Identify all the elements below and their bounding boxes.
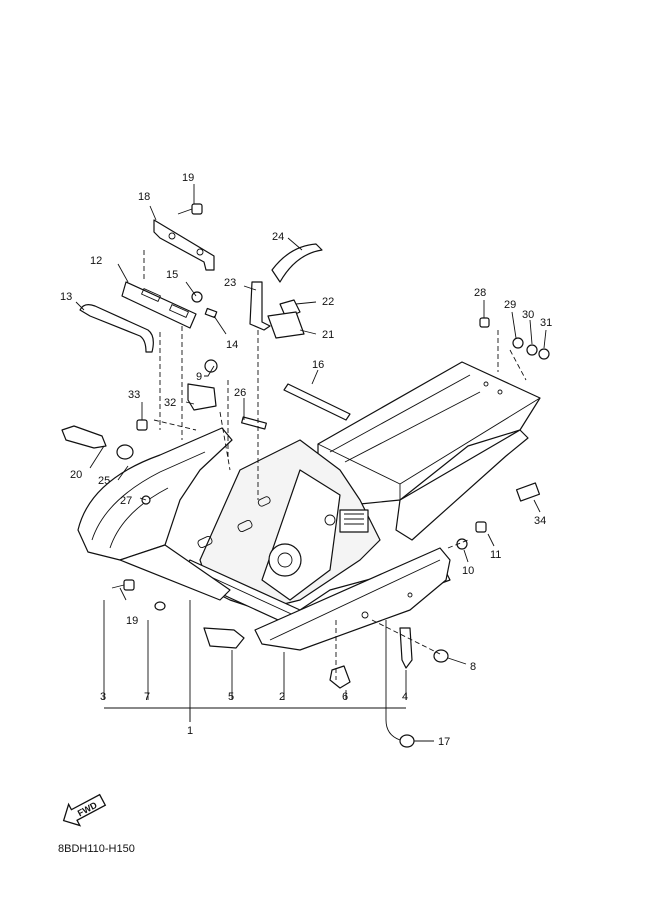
callout-21: 21 bbox=[322, 329, 334, 341]
callout-14: 14 bbox=[226, 339, 238, 351]
callout-22: 22 bbox=[322, 296, 334, 308]
callout-1: 1 bbox=[187, 725, 193, 737]
diagram-code: 8BDH110-H150 bbox=[58, 843, 135, 855]
callout-17: 17 bbox=[438, 736, 450, 748]
callout-27: 27 bbox=[120, 495, 132, 507]
callout-11: 11 bbox=[490, 549, 501, 561]
callout-12: 12 bbox=[90, 255, 102, 267]
callout-9: 9 bbox=[196, 371, 202, 383]
callout-32: 32 bbox=[164, 397, 176, 409]
callout-26: 26 bbox=[234, 387, 246, 399]
callout-labels: 1 2 3 4 5 6 7 8 9 10 11 12 13 14 15 16 1… bbox=[60, 172, 552, 748]
callout-34: 34 bbox=[534, 515, 546, 527]
callout-10: 10 bbox=[462, 565, 474, 577]
callout-23: 23 bbox=[224, 277, 236, 289]
side-skirt bbox=[254, 547, 451, 669]
small-parts bbox=[61, 203, 550, 748]
callout-19-bottom: 19 bbox=[126, 615, 138, 627]
callout-33: 33 bbox=[128, 389, 140, 401]
callout-29: 29 bbox=[504, 299, 516, 311]
callout-31: 31 bbox=[540, 317, 552, 329]
rear-frame bbox=[179, 361, 541, 631]
callout-24: 24 bbox=[272, 231, 284, 243]
callout-6: 6 bbox=[342, 691, 348, 703]
callout-19-top: 19 bbox=[182, 172, 194, 184]
callout-16: 16 bbox=[312, 359, 324, 371]
callout-25: 25 bbox=[98, 475, 110, 487]
fwd-arrow-icon: FWD bbox=[62, 793, 107, 827]
belly-pan bbox=[77, 427, 233, 601]
callout-5: 5 bbox=[228, 691, 234, 703]
callout-30: 30 bbox=[522, 309, 534, 321]
leader-lines bbox=[75, 184, 547, 742]
callout-28: 28 bbox=[474, 287, 486, 299]
callout-2: 2 bbox=[279, 691, 285, 703]
callout-13: 13 bbox=[60, 291, 72, 303]
callout-8: 8 bbox=[470, 661, 476, 673]
callout-18: 18 bbox=[138, 191, 150, 203]
callout-20: 20 bbox=[70, 469, 82, 481]
callout-7: 7 bbox=[144, 691, 150, 703]
callout-3: 3 bbox=[100, 691, 106, 703]
callout-15: 15 bbox=[166, 269, 178, 281]
callout-4: 4 bbox=[402, 691, 408, 703]
